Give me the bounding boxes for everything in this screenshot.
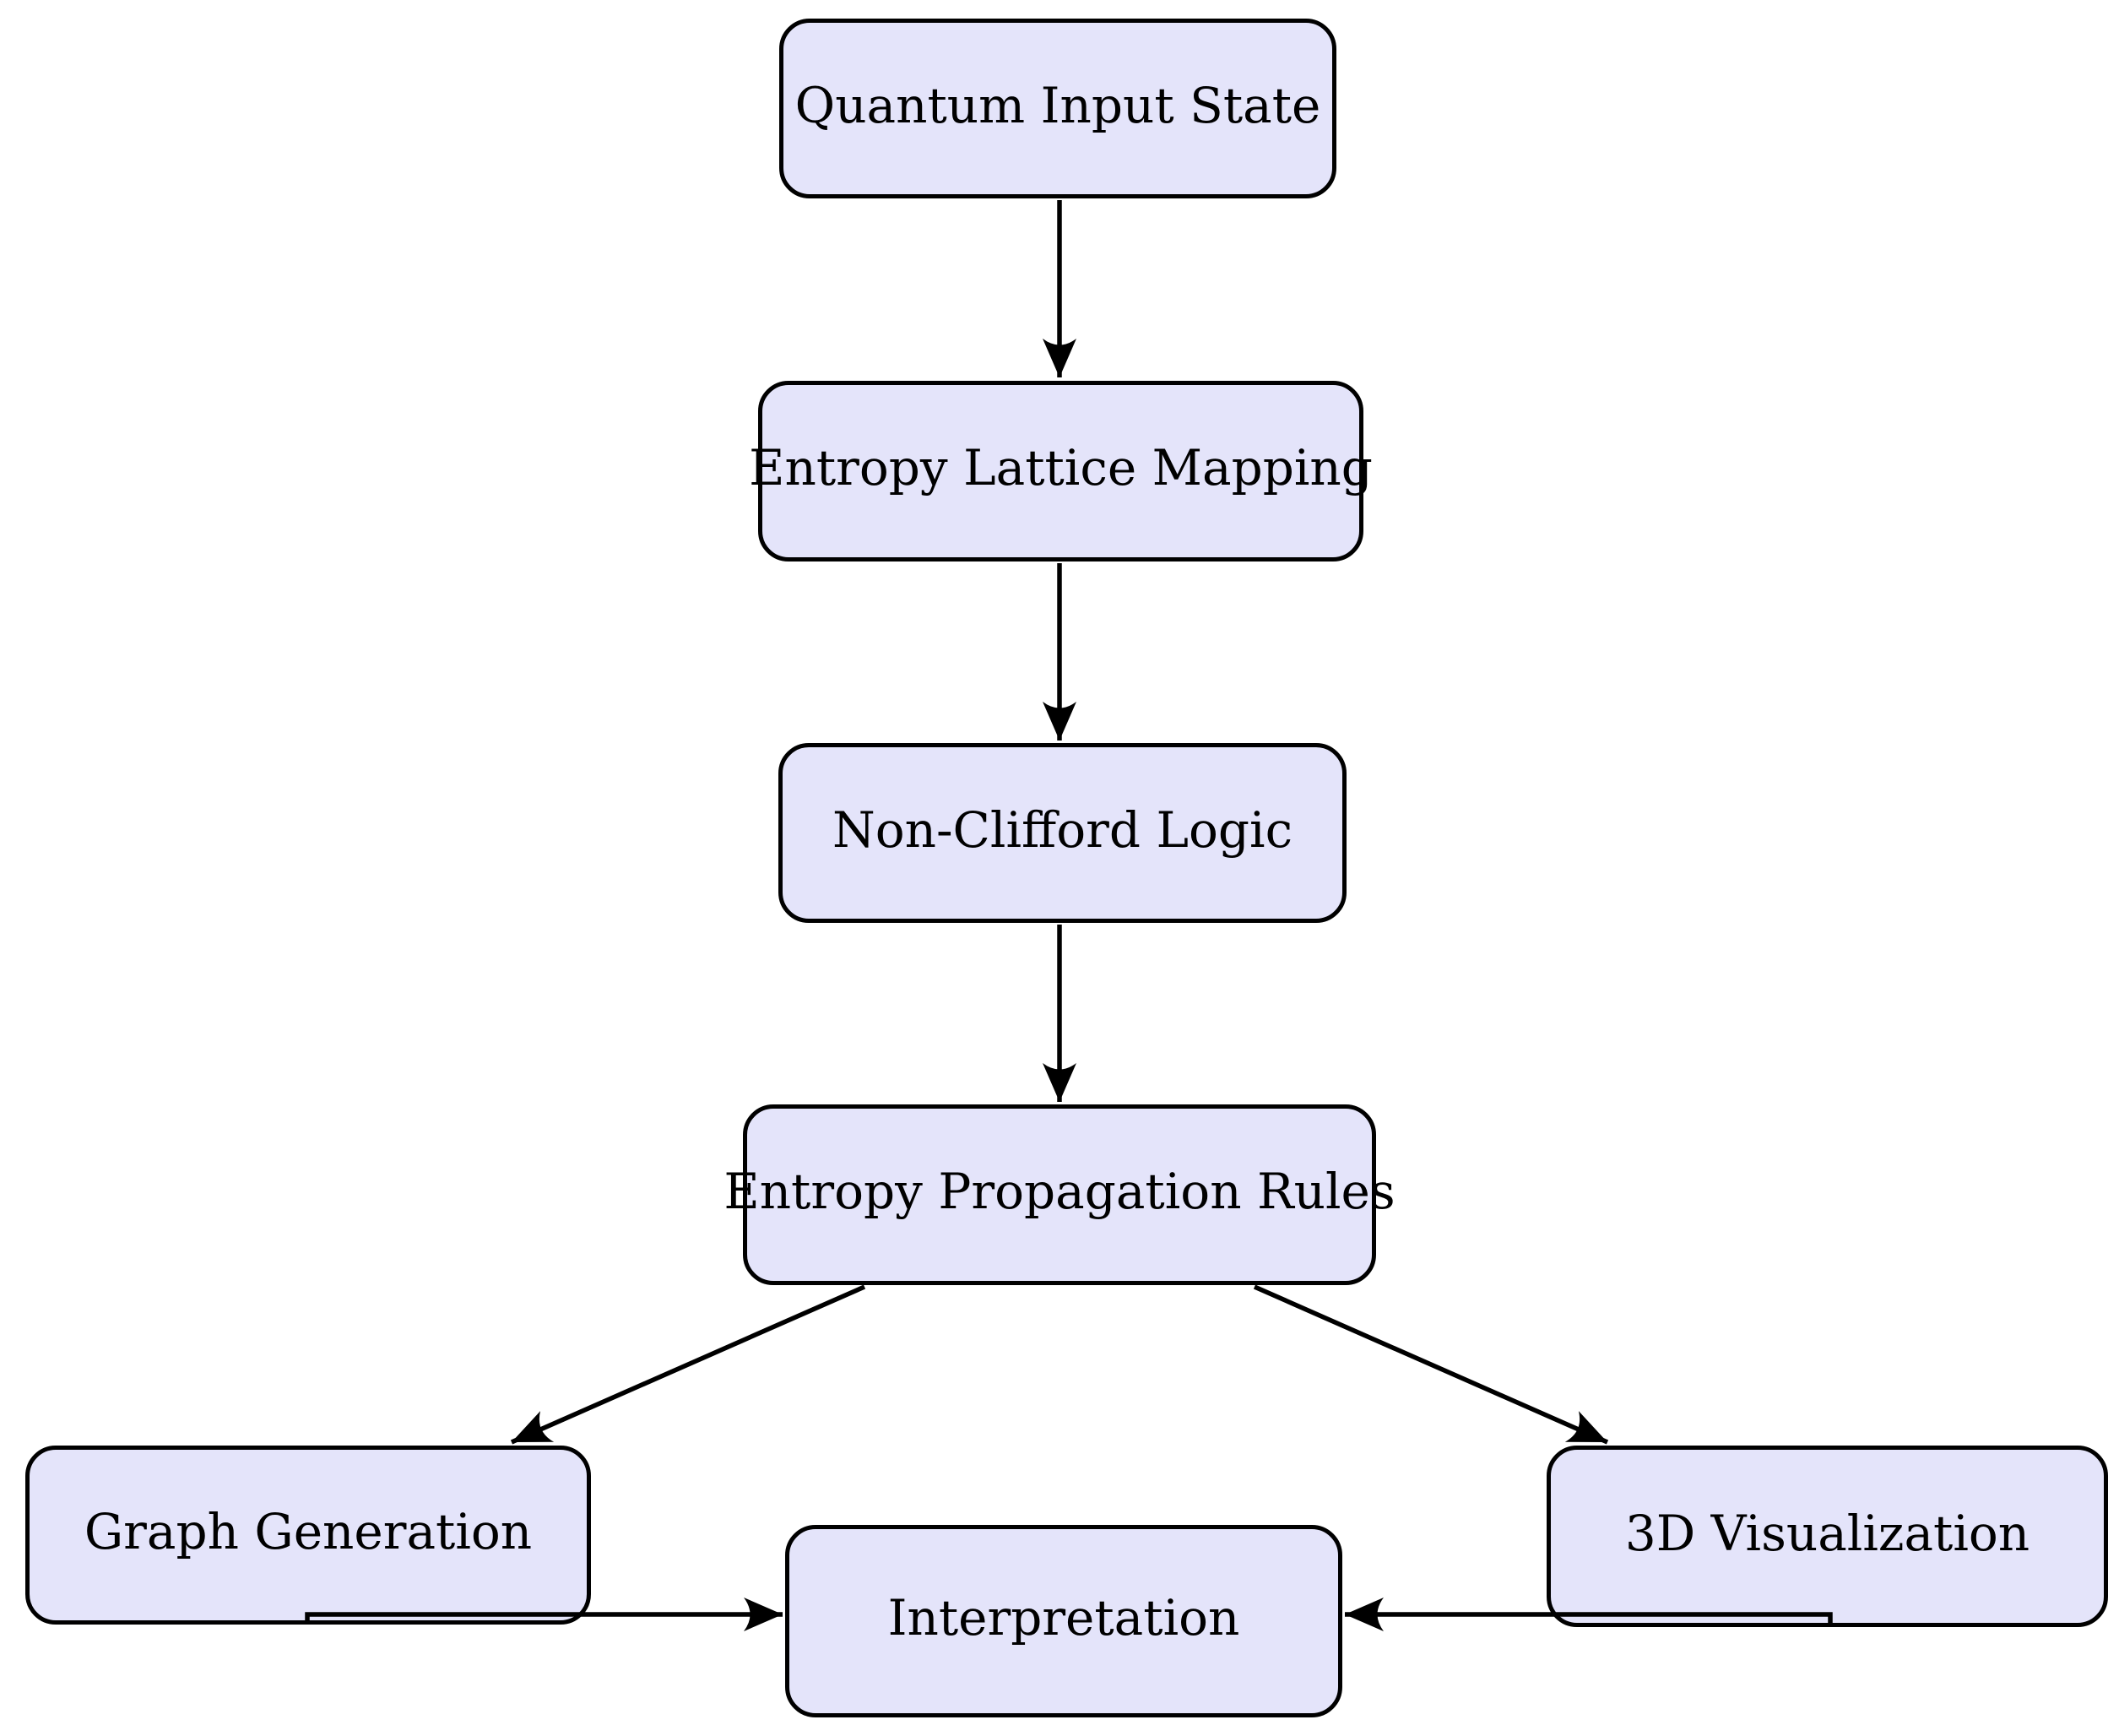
node-label-non-clifford-logic: Non-Clifford Logic — [832, 800, 1293, 859]
node-entropy-lattice-mapping: Entropy Lattice Mapping — [749, 381, 1373, 561]
node-label-interpretation: Interpretation — [887, 1589, 1240, 1646]
node-label-entropy-propagation-rules: Entropy Propagation Rules — [723, 1163, 1396, 1220]
node-label-3d-visualization: 3D Visualization — [1624, 1504, 2030, 1562]
node-entropy-propagation-rules: Entropy Propagation Rules — [723, 1104, 1396, 1285]
edge-propagation-to-graph-generation — [510, 1284, 866, 1445]
edge-propagation-to-3d-visualization — [1253, 1284, 1609, 1445]
node-graph-generation: Graph Generation — [25, 1446, 591, 1625]
node-quantum-input-state: Quantum Input State — [779, 19, 1336, 198]
node-label-entropy-lattice-mapping: Entropy Lattice Mapping — [749, 439, 1373, 496]
node-interpretation: Interpretation — [785, 1525, 1342, 1717]
node-non-clifford-logic: Non-Clifford Logic — [778, 743, 1347, 923]
node-3d-visualization: 3D Visualization — [1547, 1446, 2108, 1627]
node-label-graph-generation: Graph Generation — [84, 1503, 533, 1560]
node-label-quantum-input-state: Quantum Input State — [794, 76, 1321, 134]
